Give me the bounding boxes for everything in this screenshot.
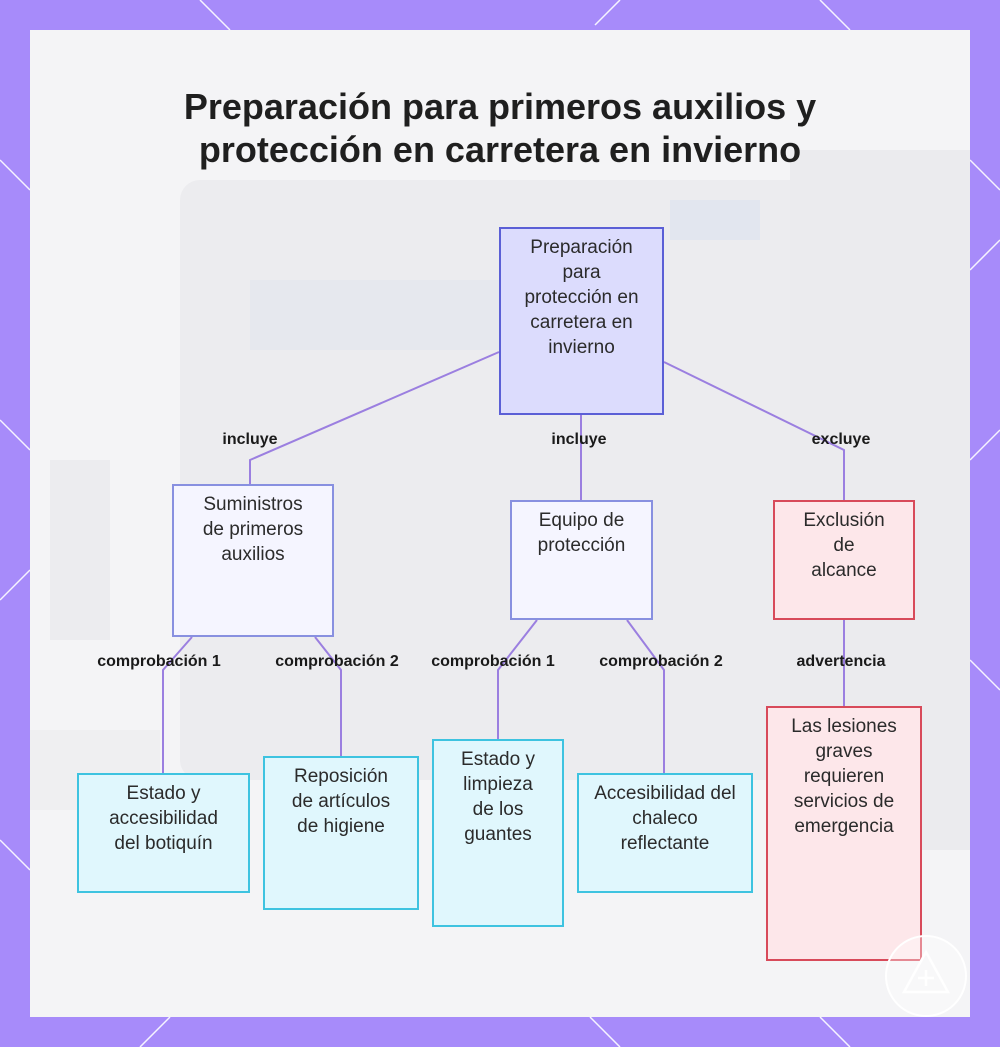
edge-label-equipment-gloves: comprobación 1 — [431, 653, 555, 670]
node-hygiene: Reposición de artículos de higiene — [263, 756, 419, 910]
node-supplies-label: Suministros de primeros auxilios — [202, 494, 304, 565]
node-vest: Accesibilidad del chaleco reflectante — [577, 773, 753, 893]
diagram-panel: Preparación para primeros auxilios y pro… — [30, 30, 970, 1017]
title-line-1: Preparación para primeros auxilios y — [183, 86, 817, 127]
watermark-logo-icon — [885, 935, 967, 1017]
edge-label-root-exclusion: excluye — [811, 431, 871, 448]
node-injuries-label: Las lesiones graves requieren servicios … — [791, 716, 897, 837]
edge-label-root-supplies: incluye — [222, 431, 278, 448]
edge-equipment-gloves — [497, 619, 538, 739]
node-vest-label: Accesibilidad del chaleco reflectante — [594, 783, 736, 854]
edge-equipment-vest — [626, 619, 665, 773]
node-equipment-label: Equipo de protección — [537, 510, 626, 556]
edge-root-exclusion — [663, 361, 845, 500]
node-injuries: Las lesiones graves requieren servicios … — [766, 706, 922, 961]
node-gloves: Estado y limpieza de los guantes — [432, 739, 564, 927]
node-kit: Estado y accesibilidad del botiquín — [77, 773, 250, 893]
node-equipment: Equipo de protección — [510, 500, 653, 620]
edge-label-root-equipment: incluye — [551, 431, 607, 448]
edge-label-exclusion-injuries: advertencia — [796, 653, 886, 670]
node-gloves-label: Estado y limpieza de los guantes — [461, 749, 535, 845]
edge-label-equipment-vest: comprobación 2 — [599, 653, 723, 670]
node-root-label: Preparación para protección en carretera… — [524, 237, 639, 358]
title-line-2: protección en carretera en invierno — [198, 129, 802, 170]
node-root: Preparación para protección en carretera… — [499, 227, 664, 415]
node-exclusion: Exclusión de alcance — [773, 500, 915, 620]
edge-label-supplies-hygiene: comprobación 2 — [275, 653, 399, 670]
connector-lines — [162, 351, 845, 773]
node-hygiene-label: Reposición de artículos de higiene — [291, 766, 391, 837]
node-supplies: Suministros de primeros auxilios — [172, 484, 334, 637]
edge-root-supplies — [249, 351, 500, 484]
edge-supplies-hygiene — [314, 636, 342, 756]
node-exclusion-label: Exclusión de alcance — [803, 510, 885, 581]
edge-supplies-kit — [162, 636, 193, 773]
edge-label-supplies-kit: comprobación 1 — [97, 653, 221, 670]
node-kit-label: Estado y accesibilidad del botiquín — [109, 783, 218, 854]
diagram-title: Preparación para primeros auxilios y pro… — [30, 85, 970, 171]
